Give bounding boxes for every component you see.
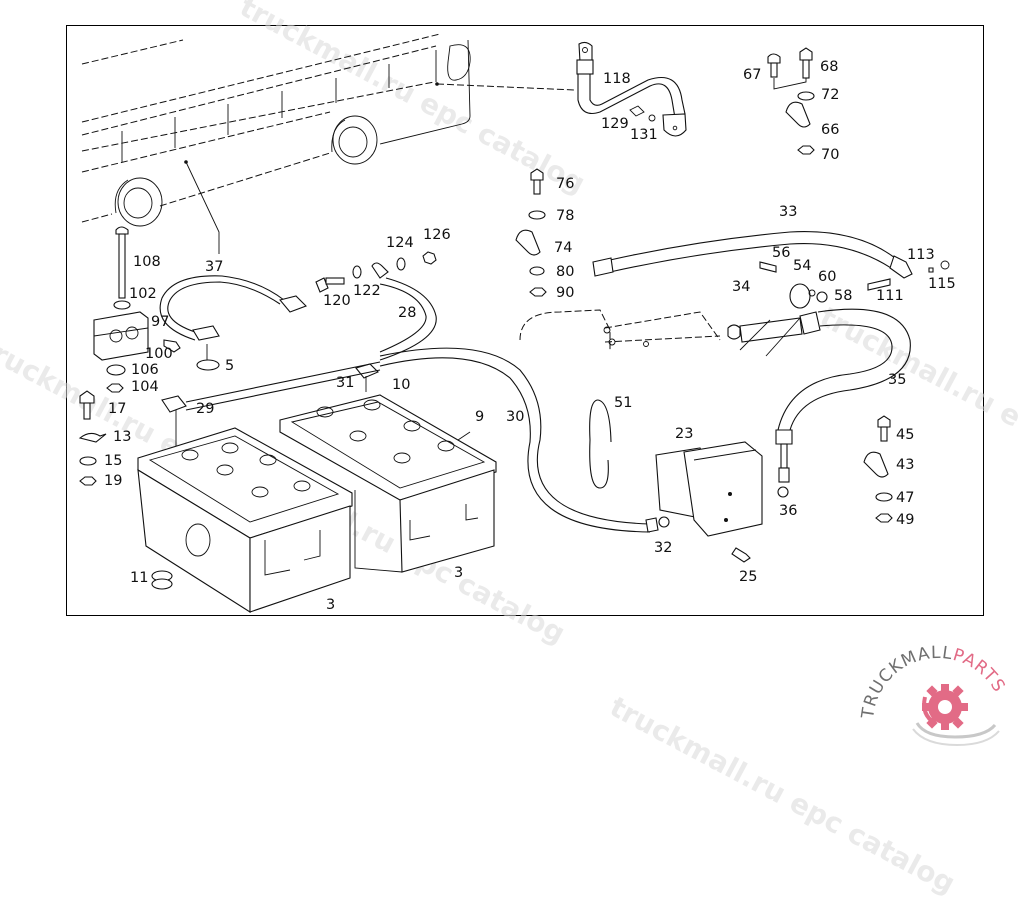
hardware-group-74-90 — [515, 168, 547, 297]
cable-30 — [379, 347, 670, 533]
strap-51 — [589, 399, 612, 489]
callout-3-front[interactable]: 3 — [326, 597, 336, 613]
cable-33 — [592, 231, 950, 279]
parts-drawing — [78, 33, 950, 614]
callout-13[interactable]: 13 — [113, 429, 132, 445]
callout-70[interactable]: 70 — [821, 147, 840, 163]
callout-37[interactable]: 37 — [205, 259, 224, 275]
bolt-25 — [731, 547, 751, 563]
callout-111[interactable]: 111 — [876, 288, 904, 304]
callout-58[interactable]: 58 — [834, 288, 853, 304]
callout-10[interactable]: 10 — [392, 377, 411, 393]
battery-rear — [279, 394, 497, 573]
callout-19[interactable]: 19 — [104, 473, 123, 489]
gear-icon — [922, 684, 968, 730]
callout-45[interactable]: 45 — [896, 427, 915, 443]
callout-102[interactable]: 102 — [129, 286, 157, 302]
callout-34[interactable]: 34 — [732, 279, 751, 295]
ground-strap-118 — [576, 41, 687, 137]
callout-54[interactable]: 54 — [793, 258, 812, 274]
callout-15[interactable]: 15 — [104, 453, 123, 469]
callout-78[interactable]: 78 — [556, 208, 575, 224]
callout-47[interactable]: 47 — [896, 490, 915, 506]
callout-3-rear[interactable]: 3 — [454, 565, 464, 581]
callout-17[interactable]: 17 — [108, 401, 127, 417]
callout-11[interactable]: 11 — [130, 570, 149, 586]
callout-122[interactable]: 122 — [353, 283, 381, 299]
callout-80[interactable]: 80 — [556, 264, 575, 280]
bracket-97-108 — [93, 226, 181, 393]
callout-60[interactable]: 60 — [818, 269, 837, 285]
callout-108[interactable]: 108 — [133, 254, 161, 270]
callout-126[interactable]: 126 — [423, 227, 451, 243]
callout-31[interactable]: 31 — [336, 375, 355, 391]
callout-118[interactable]: 118 — [603, 71, 631, 87]
callout-76[interactable]: 76 — [556, 176, 575, 192]
callout-5[interactable]: 5 — [225, 358, 235, 374]
callout-100[interactable]: 100 — [145, 346, 173, 362]
truckmall-parts-logo: TRUCKMALLPARTS — [858, 645, 1008, 747]
callout-56[interactable]: 56 — [772, 245, 791, 261]
callout-97[interactable]: 97 — [151, 314, 170, 330]
callout-113[interactable]: 113 — [907, 247, 935, 263]
callout-23[interactable]: 23 — [675, 426, 694, 442]
callout-36[interactable]: 36 — [779, 503, 798, 519]
battery-front — [137, 427, 353, 614]
terminals — [161, 361, 381, 446]
callout-115[interactable]: 115 — [928, 276, 956, 292]
callout-129[interactable]: 129 — [601, 116, 629, 132]
callout-68[interactable]: 68 — [820, 59, 839, 75]
callout-131[interactable]: 131 — [630, 127, 658, 143]
callout-29[interactable]: 29 — [196, 401, 215, 417]
callout-74[interactable]: 74 — [554, 240, 573, 256]
callout-49[interactable]: 49 — [896, 512, 915, 528]
callout-72[interactable]: 72 — [821, 87, 840, 103]
hardware-group-13-19 — [78, 390, 173, 590]
switch-housing-outline — [519, 309, 721, 350]
callout-106[interactable]: 106 — [131, 362, 159, 378]
hardware-group-66-72 — [767, 47, 815, 155]
callout-25[interactable]: 25 — [739, 569, 758, 585]
cable-28 — [315, 251, 437, 361]
callout-51[interactable]: 51 — [614, 395, 633, 411]
hardware-group-43-49 — [863, 415, 893, 523]
callout-124[interactable]: 124 — [386, 235, 414, 251]
main-switch-23 — [655, 441, 763, 537]
callout-104[interactable]: 104 — [131, 379, 159, 395]
leader-lines — [739, 317, 801, 357]
clamp-54 — [759, 261, 891, 309]
callout-9[interactable]: 9 — [475, 409, 485, 425]
callout-43[interactable]: 43 — [896, 457, 915, 473]
callout-67[interactable]: 67 — [743, 67, 762, 83]
cable-34-35 — [727, 308, 911, 498]
cable-37 — [159, 275, 307, 371]
callout-28[interactable]: 28 — [398, 305, 417, 321]
callout-32[interactable]: 32 — [654, 540, 673, 556]
callout-35[interactable]: 35 — [888, 372, 907, 388]
callout-66[interactable]: 66 — [821, 122, 840, 138]
callout-30[interactable]: 30 — [506, 409, 525, 425]
vehicle-outline — [81, 33, 576, 254]
callout-33[interactable]: 33 — [779, 204, 798, 220]
callout-120[interactable]: 120 — [323, 293, 351, 309]
callout-90[interactable]: 90 — [556, 285, 575, 301]
